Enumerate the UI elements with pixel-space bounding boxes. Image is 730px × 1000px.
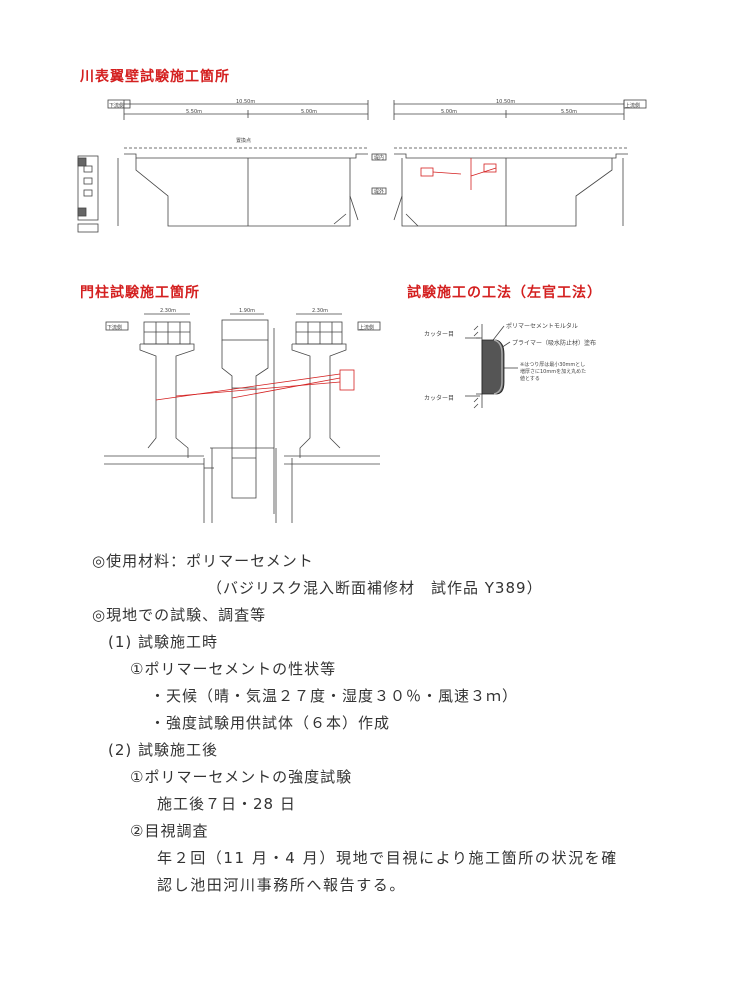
cutter-bottom-label: カッター目 xyxy=(424,394,454,402)
left-total-dim: 10.50m xyxy=(236,99,255,105)
method-heading: 試験施工の工法（左官工法） xyxy=(407,285,602,301)
inner-mark: 堤内 xyxy=(374,154,384,161)
properties-item: ①ポリマーセメントの性状等 xyxy=(130,660,337,678)
after-construction-heading: (2) 試験施工後 xyxy=(108,741,219,759)
right-half-a-dim: 5.00m xyxy=(441,109,457,115)
visual-inspection-item: ②目視調査 xyxy=(130,822,209,840)
note-line-3: 値とする xyxy=(520,375,540,382)
strength-test-item: ①ポリマーセメントの強度試験 xyxy=(130,768,353,786)
wing-wall-diagram: 下流側 上流側 10.50m 5.50m 5.00m 10.50m 5.00m … xyxy=(77,99,647,233)
gate-dim-c: 2.30m xyxy=(312,308,328,314)
gate-dim-b: 1.90m xyxy=(239,308,255,314)
cutter-top-label: カッター目 xyxy=(424,330,454,338)
gate-downstream-tag: 下流側 xyxy=(107,324,122,331)
center-point-label: 置換点 xyxy=(236,137,251,144)
gate-column-heading: 門柱試験施工箇所 xyxy=(80,285,200,301)
left-half-a-dim: 5.50m xyxy=(186,109,202,115)
gate-dim-a: 2.30m xyxy=(160,308,176,314)
wing-wall-heading: 川表翼壁試験施工箇所 xyxy=(80,69,230,85)
visual-inspection-detail-1: 年２回（11 月・4 月）現地で目視により施工箇所の状況を確 xyxy=(157,849,618,867)
primer-label: プライマー（吸水防止材）塗布 xyxy=(512,339,596,347)
upstream-tag: 上流側 xyxy=(625,102,640,109)
visual-inspection-detail-2: 認し池田河川事務所へ報告する。 xyxy=(157,876,407,894)
right-total-dim: 10.50m xyxy=(496,99,515,105)
during-construction-heading: (1) 試験施工時 xyxy=(108,633,219,651)
specimen-item: ・強度試験用供試体（６本）作成 xyxy=(150,714,391,732)
weather-item: ・天候（晴・気温２７度・湿度３０％・風速３ｍ） xyxy=(150,687,519,705)
method-diagram: カッター目 カッター目 ポリマーセメントモルタル プライマー（吸水防止材）塗布 … xyxy=(424,322,596,409)
note-line-2: 増厚さに10mmを加え丸めた xyxy=(520,368,586,375)
outer-mark: 堤外 xyxy=(374,188,384,195)
field-test-heading: ◎現地での試験、調査等 xyxy=(92,606,267,624)
right-half-b-dim: 5.50m xyxy=(561,109,577,115)
mortar-label: ポリマーセメントモルタル xyxy=(506,322,578,330)
material-detail-line: （バジリスク混入断面補修材 試作品 Y389） xyxy=(207,579,543,597)
strength-test-days: 施工後７日・28 日 xyxy=(157,795,296,813)
left-half-b-dim: 5.00m xyxy=(301,109,317,115)
note-line-1: ※はつり厚は最小30mmとし xyxy=(520,361,585,368)
gate-upstream-tag: 上流側 xyxy=(359,324,374,331)
gate-column-diagram: 下流側 上流側 2.30m 1.90m 2.30m xyxy=(104,308,381,523)
downstream-tag: 下流側 xyxy=(109,102,124,109)
material-line: ◎使用材料：ポリマーセメント xyxy=(92,552,314,570)
